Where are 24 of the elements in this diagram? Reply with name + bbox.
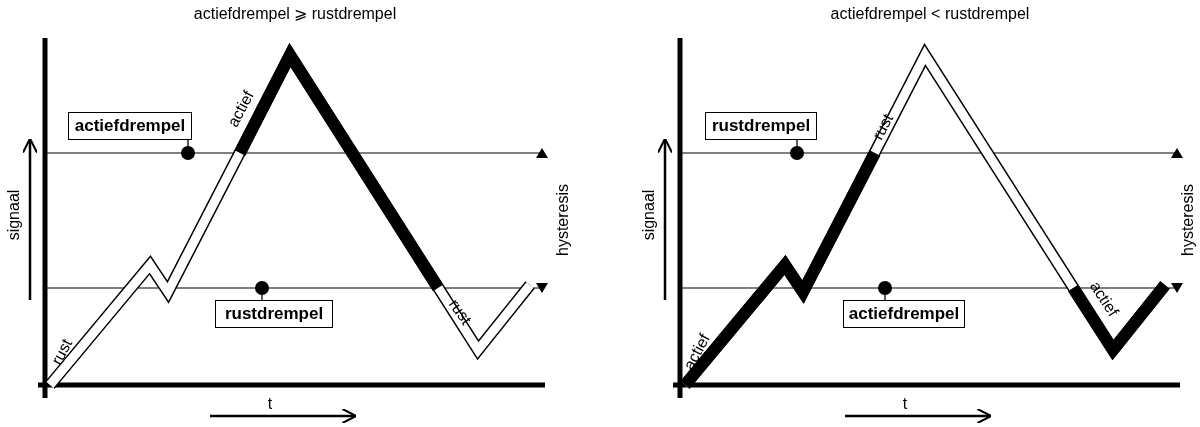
threshold-dot — [790, 146, 804, 160]
label-box: rustdrempel — [215, 300, 333, 328]
curve-label: actief — [224, 87, 258, 131]
leader-line — [261, 294, 263, 301]
axis-label: t — [902, 395, 908, 413]
leader-line — [187, 139, 189, 147]
curve-label: rust — [868, 111, 898, 143]
axis-label: signaal — [640, 189, 658, 241]
leader-line — [884, 294, 886, 301]
axis-label: t — [267, 395, 273, 413]
panel-title: actiefdrempel < rustdrempel — [830, 5, 1030, 23]
threshold-dot — [181, 146, 195, 160]
panel-title: actiefdrempel ⩾ rustdrempel — [193, 5, 397, 23]
curve-label: rust — [47, 336, 77, 368]
curve-label: rust — [445, 295, 475, 329]
label-box: actiefdrempel — [843, 300, 965, 328]
hysteresis-label: hysteresis — [1179, 184, 1197, 256]
threshold-dot — [255, 281, 269, 295]
label-box: rustdrempel — [705, 112, 817, 140]
axis-label: signaal — [5, 189, 23, 241]
leader-line — [796, 139, 798, 147]
label-box: actiefdrempel — [68, 112, 192, 140]
hysteresis-label: hysteresis — [554, 184, 572, 256]
threshold-dot — [878, 281, 892, 295]
